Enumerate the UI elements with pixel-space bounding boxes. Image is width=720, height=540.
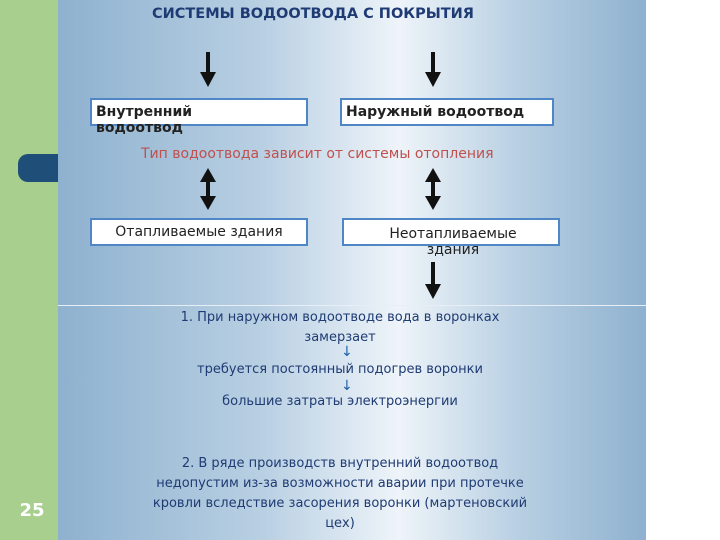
sidebar-tab: [18, 154, 64, 182]
down-arrow-icon: [425, 52, 441, 87]
heating-dependency-note: Тип водоотвода зависит от системы отопле…: [141, 146, 494, 162]
slide-title: СИСТЕМЫ ВОДООТВОДА С ПОКРЫТИЯ: [152, 6, 474, 22]
external-drainage-label: Наружный водоотвод: [346, 104, 525, 120]
external-drainage-box: [340, 98, 554, 126]
heated-buildings-label: Отапливаемые здания: [115, 224, 283, 240]
down-arrow-icon: [200, 52, 216, 87]
section-divider: [58, 305, 646, 306]
point-1-step-2: большие затраты электроэнергии: [222, 394, 458, 409]
double-arrow-icon: [200, 168, 216, 210]
double-arrow-icon: [425, 168, 441, 210]
internal-drainage-box: [90, 98, 308, 126]
point-1-text: 1. При наружном водоотводе вода в воронк…: [180, 310, 500, 345]
point-1-step-1: требуется постоянный подогрев воронки: [197, 362, 483, 377]
down-arrow-icon: [425, 262, 441, 299]
point-2-text: 2. В ряде производств внутренний водоотв…: [152, 456, 528, 531]
small-down-arrow-icon: ↓: [341, 378, 353, 394]
right-margin: [646, 0, 720, 540]
slide-number: 25: [19, 500, 45, 521]
unheated-buildings-box: [342, 218, 560, 246]
small-down-arrow-icon: ↓: [341, 344, 353, 360]
left-sidebar-bar: [0, 0, 58, 540]
unheated-buildings-label: Неотапливаемые здания: [389, 226, 517, 258]
slide-content-area: [58, 0, 646, 540]
internal-drainage-label: Внутренний водоотвод: [96, 104, 193, 136]
heated-buildings-box: [90, 218, 308, 246]
